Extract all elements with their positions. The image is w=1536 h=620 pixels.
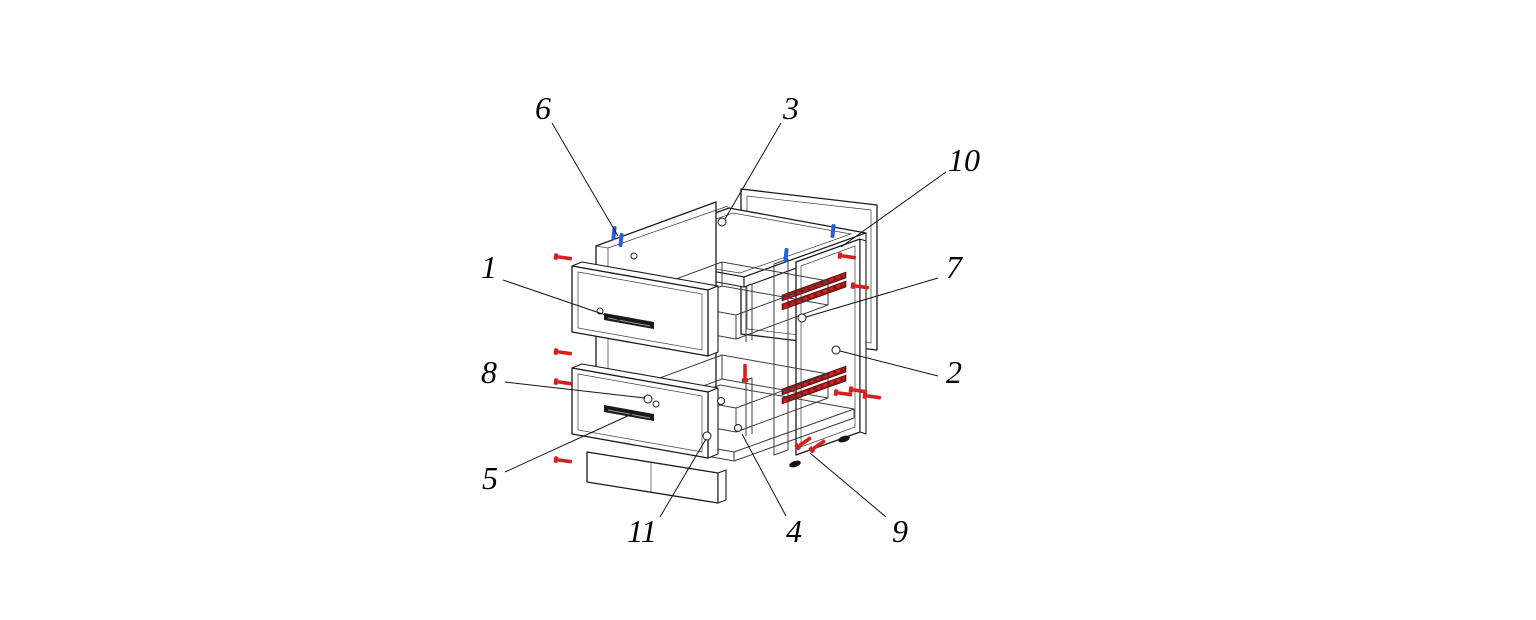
screw-fastener-icon (553, 378, 573, 386)
callout-number-9: 9 (892, 513, 908, 549)
right-partition-panel (773, 258, 789, 456)
dowel-layer (611, 223, 836, 263)
screw-fastener-icon (833, 389, 853, 397)
callout-number-6: 6 (535, 90, 551, 126)
screw-fastener-icon (553, 348, 573, 356)
screw-fastener-icon (862, 392, 882, 400)
leader-line-10 (840, 171, 947, 248)
fastener-layer (553, 252, 882, 464)
drawer-handle-upper (604, 313, 654, 329)
screw-fastener-icon (553, 253, 573, 261)
callout-number-2: 2 (946, 354, 962, 390)
cam-hole-layer (596, 217, 841, 441)
leader-line-4 (741, 433, 787, 517)
screw-fastener-icon (850, 282, 870, 290)
plinth-front (586, 451, 727, 504)
wood-dowel-icon (618, 232, 624, 248)
screw-fastener-icon (741, 364, 749, 383)
wood-dowel-icon (830, 223, 836, 239)
leader-line-1 (502, 279, 621, 321)
upper-drawer-front (571, 261, 719, 357)
leader-line-9 (809, 452, 887, 518)
cam-lock-hole (717, 397, 725, 405)
leader-line-7 (805, 277, 939, 318)
callout-number-7: 7 (946, 249, 964, 285)
screw-fastener-icon (794, 436, 812, 451)
cam-lock-hole (702, 431, 712, 441)
screw-fastener-icon (808, 439, 826, 454)
wood-dowel-icon (783, 247, 789, 263)
callout-number-3: 3 (782, 90, 799, 126)
cam-lock-hole (643, 394, 653, 404)
cam-lock-hole (630, 252, 638, 260)
cam-lock-hole (831, 345, 841, 355)
callout-number-10: 10 (948, 142, 980, 178)
cam-lock-hole (797, 313, 807, 323)
leader-line-11 (659, 438, 707, 518)
callout-number-5: 5 (482, 460, 498, 496)
callout-number-4: 4 (786, 513, 802, 549)
callout-number-1: 1 (481, 249, 497, 285)
screw-fastener-icon (553, 456, 573, 464)
right-side-panel (795, 238, 867, 456)
screw-fastener-icon (837, 252, 857, 260)
screw-fastener-icon (848, 386, 868, 394)
leader-line-8 (504, 381, 646, 399)
wood-dowel-icon (611, 225, 617, 241)
callout-number-11: 11 (627, 513, 657, 549)
drawer-handle-lower (604, 405, 654, 421)
cam-lock-hole (652, 400, 660, 408)
cam-lock-hole (734, 424, 742, 432)
leader-line-6 (551, 122, 619, 237)
cabinet-feet (789, 435, 850, 468)
leader-line-5 (504, 413, 633, 473)
callout-number-8: 8 (481, 354, 497, 390)
lower-drawer-front (571, 363, 719, 459)
leader-line-2 (839, 350, 939, 377)
drawer-back-posts (745, 283, 753, 436)
leader-line-3 (724, 122, 782, 220)
cam-lock-hole (717, 217, 727, 227)
